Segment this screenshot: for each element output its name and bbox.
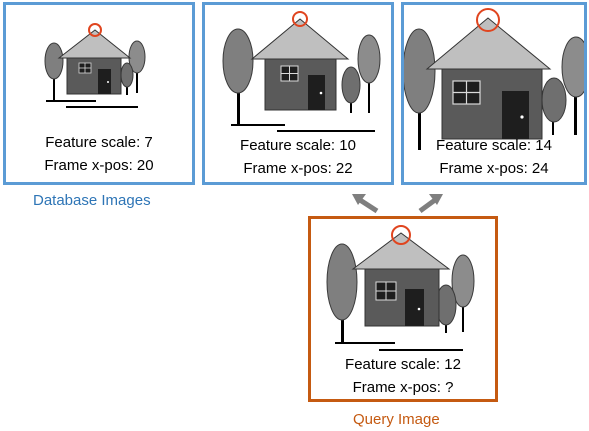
database-image-1: Feature scale: 7 Frame x-pos: 20: [3, 2, 195, 185]
arrow-up-left-icon: [352, 194, 366, 205]
house-scene-icon: [222, 11, 381, 132]
database-image-2: Feature scale: 10 Frame x-pos: 22: [202, 2, 394, 185]
feature-scale-text: Feature scale: 10: [240, 137, 356, 154]
frame-xpos-text: Frame x-pos: ?: [352, 379, 454, 396]
database-images-label: Database Images: [33, 192, 151, 209]
arrow-up-right-icon: [429, 194, 443, 205]
feature-scale-text: Feature scale: 12: [345, 356, 461, 373]
feature-scale-text: Feature scale: 7: [45, 134, 153, 151]
house-scene-icon: [326, 225, 475, 351]
house-scene-icon: [44, 23, 146, 108]
query-image: Feature scale: 12 Frame x-pos: ?: [308, 216, 498, 402]
house-scene-icon: [404, 8, 584, 150]
database-image-3: Feature scale: 14 Frame x-pos: 24: [401, 2, 587, 185]
frame-xpos-text: Frame x-pos: 20: [44, 157, 154, 174]
frame-xpos-text: Frame x-pos: 24: [439, 160, 549, 177]
frame-xpos-text: Frame x-pos: 22: [243, 160, 353, 177]
feature-scale-text: Feature scale: 14: [436, 137, 552, 154]
query-image-label: Query Image: [353, 411, 440, 428]
